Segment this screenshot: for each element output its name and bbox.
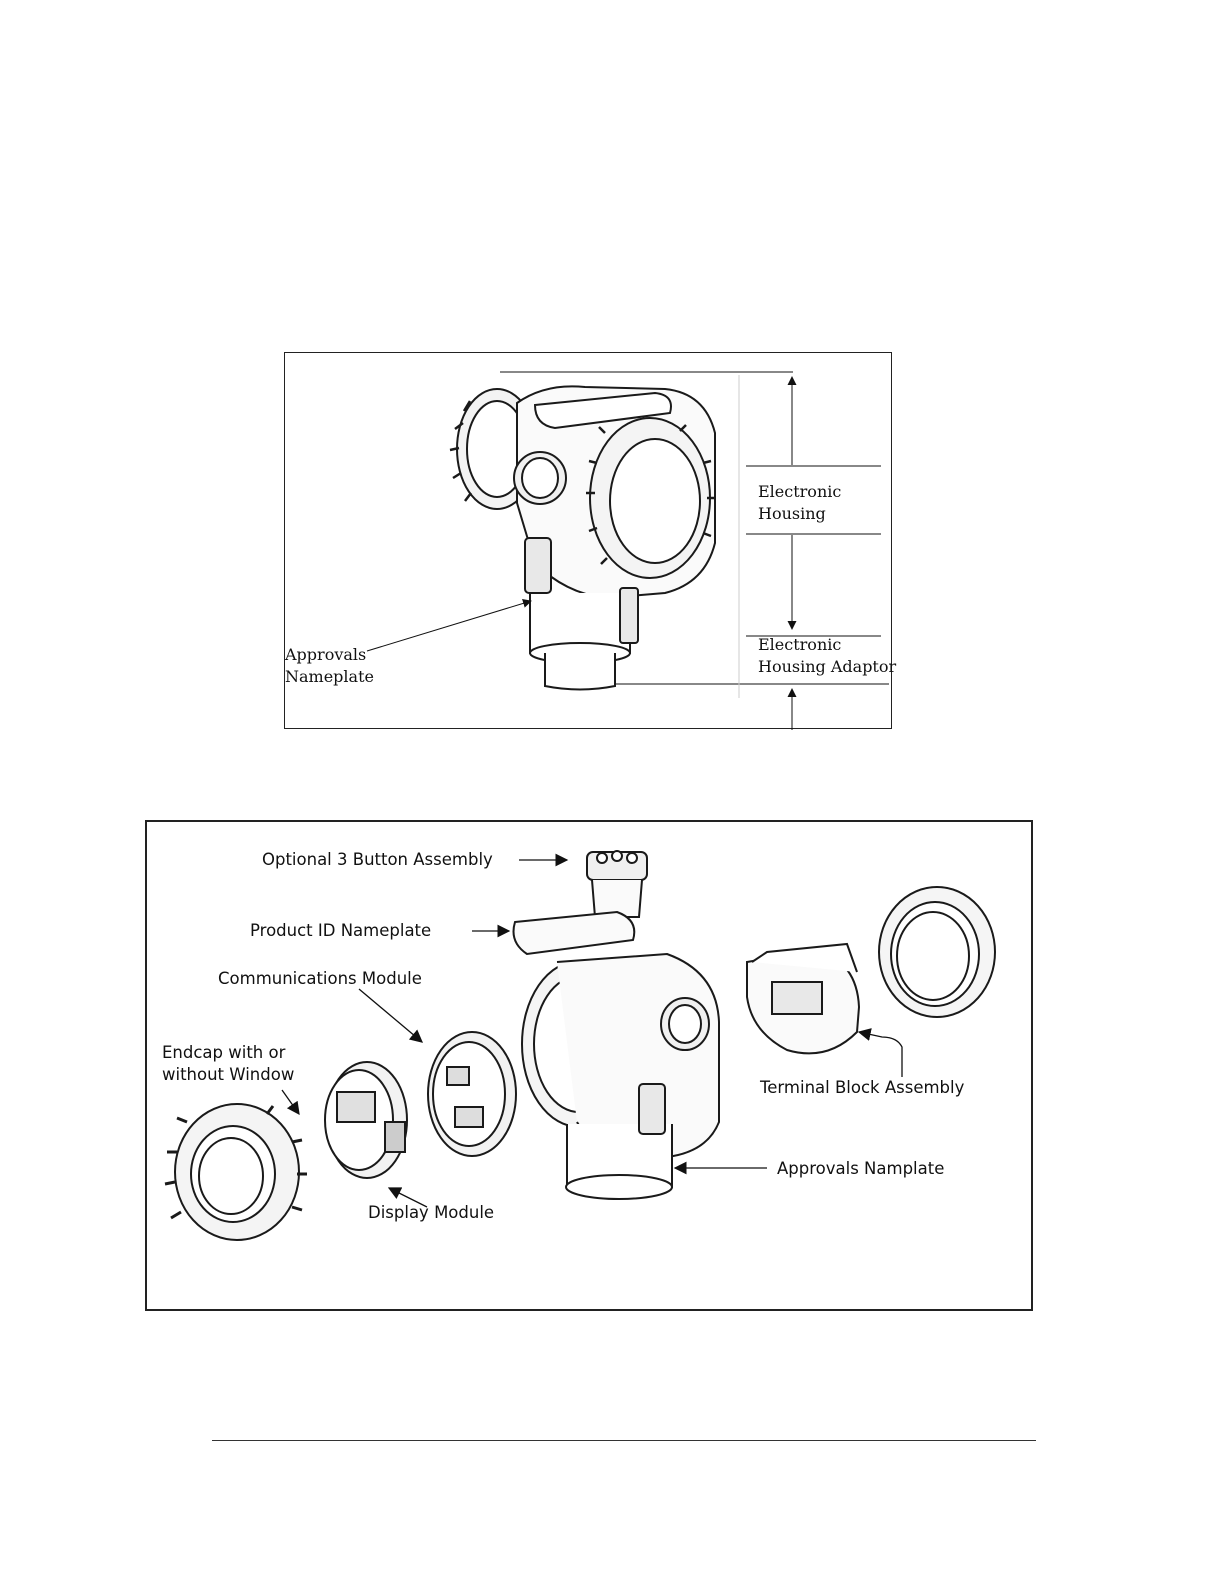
button-assembly-part [587, 851, 647, 917]
endcap-label-2: without Window [162, 1064, 294, 1086]
endcap-label-1: Endcap with or [162, 1042, 285, 1064]
approvals-label-1: Approvals [285, 644, 366, 666]
right-ring-part [879, 887, 995, 1017]
button-assembly-label: Optional 3 Button Assembly [262, 849, 493, 871]
terminal-block-label: Terminal Block Assembly [760, 1077, 964, 1099]
approvals-namplate-label: Approvals Namplate [777, 1158, 944, 1180]
housing-body-part [522, 954, 719, 1199]
footer-divider [212, 1440, 1036, 1441]
display-module-part [325, 1062, 407, 1178]
housing-adaptor-label-1: Electronic [758, 634, 841, 656]
housing-figure: Electronic Housing Electronic Housing Ad… [284, 352, 892, 729]
housing-adaptor-label-2: Housing Adaptor [758, 656, 896, 678]
endcap-part [165, 1104, 307, 1240]
exploded-parts [165, 851, 995, 1240]
electronic-housing-label-2: Housing [758, 503, 826, 525]
exploded-view-figure: Optional 3 Button Assembly Product ID Na… [145, 820, 1033, 1311]
transmitter-housing [450, 386, 716, 689]
terminal-block-part [747, 944, 859, 1053]
approvals-leader [367, 601, 531, 651]
electronic-housing-label-1: Electronic [758, 481, 841, 503]
comms-module-label: Communications Module [218, 968, 422, 990]
approvals-label-2: Nameplate [285, 666, 374, 688]
display-module-label: Display Module [368, 1202, 494, 1224]
product-nameplate-part [514, 912, 635, 954]
product-id-label: Product ID Nameplate [250, 920, 431, 942]
comms-module-part [428, 1032, 516, 1156]
